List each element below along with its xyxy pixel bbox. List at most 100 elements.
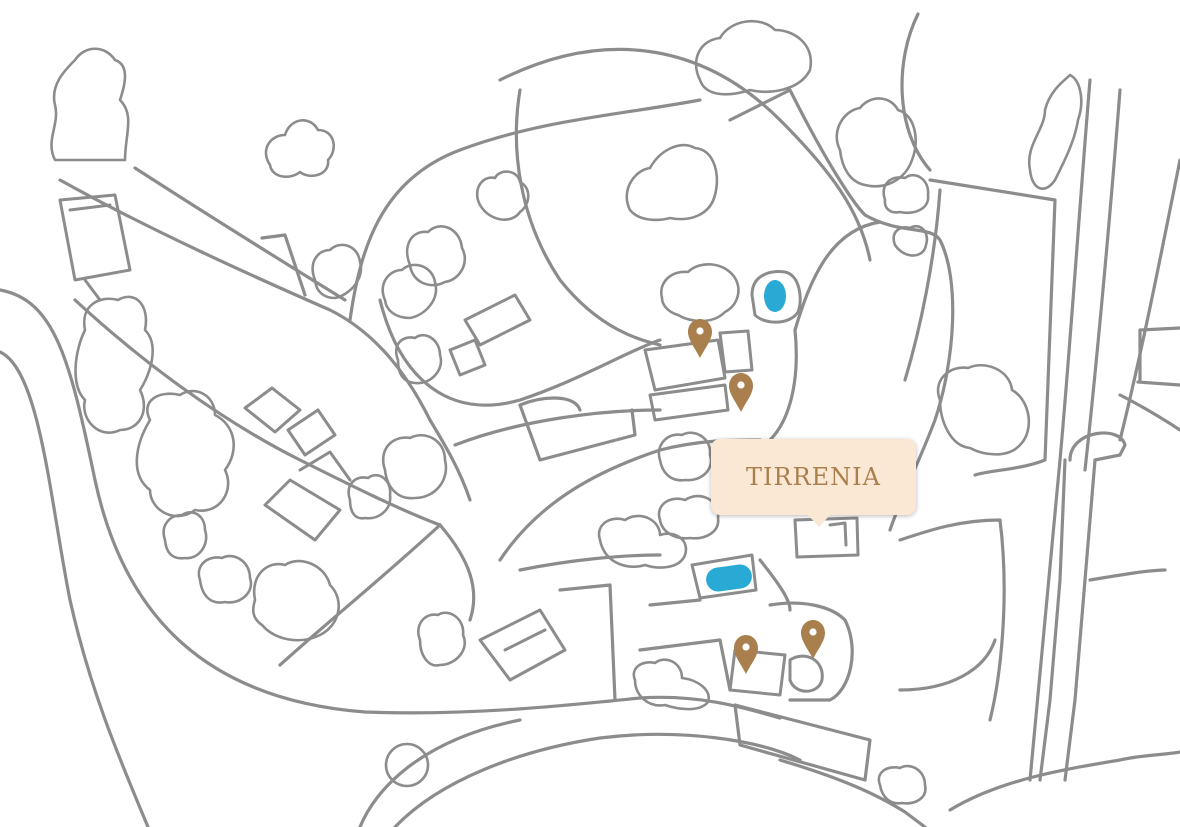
tree-top-7 [892,224,929,257]
road-east-drive-inner [903,188,942,382]
road-strip-cap [1068,431,1127,462]
tree-top-2 [475,170,530,221]
pool-south [706,564,752,592]
building-sw-1 [478,608,567,682]
road-east-drive [928,178,1057,477]
tree-top-3 [625,143,719,222]
building-south-2 [788,654,824,693]
tree-top-5 [835,97,918,188]
building-main-2 [718,329,754,374]
road-service-hook [518,396,582,412]
building-west-2 [286,408,337,457]
road-service-lane [518,403,637,462]
road-central-south [438,523,476,622]
road-upper-garden-inner [378,298,662,407]
tree-top-6 [882,173,930,215]
road-left-small [260,233,307,297]
road-outer-inner-edge [0,350,150,827]
building-south-1 [728,648,787,697]
building-tirrenia [793,516,860,559]
road-diagonal-lower [133,166,347,302]
building-west-3 [263,478,342,542]
tree-nw-cluster [50,47,130,162]
road-upper-loop-inner [514,88,662,347]
road-upper-loop [498,47,872,262]
road-southeast [948,750,1180,812]
tree-center-2 [381,263,438,320]
road-east-parking-2 [1136,380,1180,387]
tree-top-1 [264,119,336,179]
building-north-1 [463,293,532,347]
road-villa-loop [768,601,854,702]
road-east-down [768,328,798,442]
pool-rim-south [690,553,758,600]
tree-west-4 [197,554,253,604]
road-south [778,758,927,827]
building-nw-1 [58,193,132,282]
tree-south-1 [632,658,710,711]
tree-center-1 [405,225,467,287]
tree-west-big [74,295,154,434]
road-villa-path [648,598,702,607]
building-north-2 [448,338,487,377]
map-markers[interactable] [688,319,825,674]
road-villa-path-2 [558,583,617,702]
road-diagonal-upper [58,178,472,502]
pools [706,280,786,592]
map-pin-icon[interactable] [729,373,753,412]
building-tirrenia-2 [828,521,848,547]
road-villa-strip [733,703,872,782]
road-diagonal-return [73,298,442,527]
tree-center-3 [311,243,363,300]
tree-west-2 [135,389,235,518]
map-pin-icon[interactable] [734,635,758,674]
road-southeast-2 [1088,568,1167,582]
tree-center-south-1 [657,431,713,482]
road-strip-left [1038,458,1067,782]
location-label-text: TIRRENIA [746,463,881,491]
building-west-1 [243,386,302,434]
tree-center-south-3 [657,494,720,540]
tree-west-7 [347,473,392,520]
building-nw-3 [83,278,102,302]
tree-center-4 [394,333,443,385]
roundabout [384,742,430,788]
tree-west-6 [382,433,448,500]
road-east-loop [728,88,955,532]
road-east-parking [1138,326,1180,382]
road-outer [0,288,782,720]
pool-north [764,280,786,312]
pool-rim-north [750,270,802,324]
building-main-1 [643,338,727,392]
road-far-east [1028,78,1092,782]
building-nw-2 [68,203,112,212]
map-pin-icon[interactable] [688,319,712,358]
building-west-4 [298,450,352,482]
road-center-curve [453,408,662,447]
road-villa-drive [638,638,732,692]
location-label-tirrenia[interactable]: TIRRENIA [711,439,916,527]
road-east-ramp [1118,393,1180,432]
road-far-east-2 [1083,88,1122,472]
tree-west-5 [251,559,340,642]
road-east-south [898,518,1006,722]
tree-west-3 [162,510,208,560]
map-pin-icon[interactable] [801,620,825,659]
tree-east [936,363,1031,456]
map-linework [0,12,1180,827]
road-villa-path-3 [758,558,792,612]
road-lower-left-edge [278,523,442,667]
tree-center-south-2 [597,514,688,569]
tree-top-4 [694,19,813,96]
road-strip-right [1063,458,1097,782]
road-east-loop-inner [793,220,882,332]
road-center-branch-2 [518,553,662,572]
road-far-east-3 [1118,158,1180,442]
tree-south-2 [877,764,927,805]
tree-sw [417,611,466,667]
road-east-top-curve [900,12,932,172]
road-upper-garden [348,98,702,322]
road-east-south-2 [898,638,997,692]
road-lower-edge [358,718,522,827]
